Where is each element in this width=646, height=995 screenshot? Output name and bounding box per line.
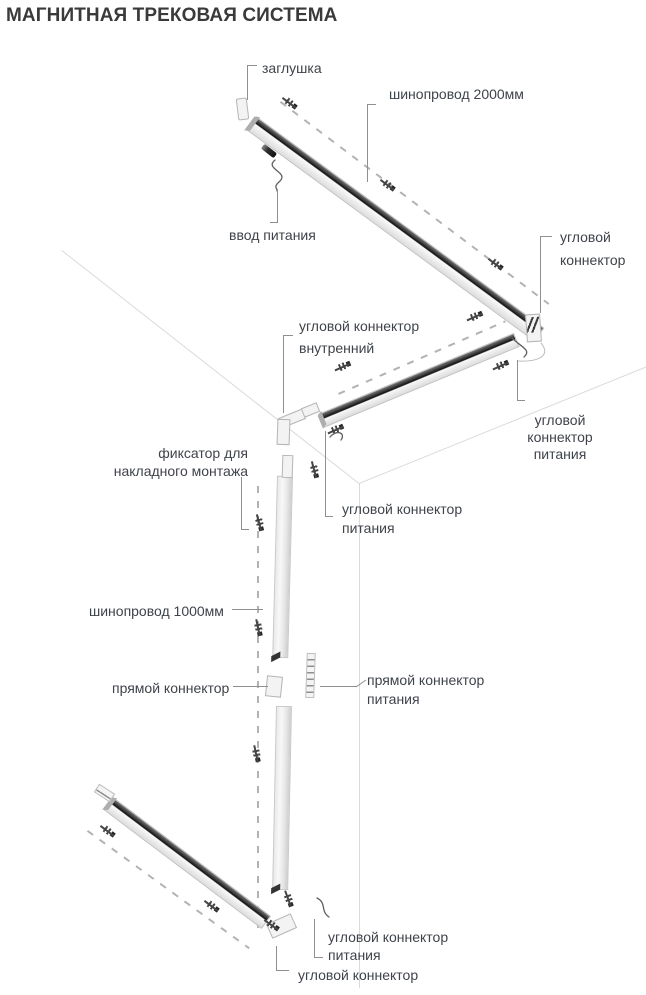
label-track-1000: шинопровод 1000мм [89, 603, 224, 619]
label-straight-power: прямой коннектор питания [367, 672, 485, 707]
leader-end-cap [247, 65, 257, 66]
leader-fixator [241, 529, 249, 530]
leader-power-input [270, 222, 278, 223]
label-power-input: ввод питания [229, 227, 316, 243]
leader-corner-connector-top [540, 236, 541, 313]
leader-corner-power-mid [325, 431, 326, 517]
leader-inner-corner [283, 335, 284, 413]
leader-track-1000 [232, 609, 263, 610]
label-track-2000: шинопровод 2000мм [389, 86, 524, 102]
corner-power-wire-right [511, 337, 528, 358]
corner-power-wire-bottom [316, 897, 330, 918]
leader-inner-corner [283, 335, 293, 336]
label-corner-power-bottom: угловой коннектор питания [328, 929, 449, 963]
label-corner-power-mid: угловой коннектор питания [342, 501, 463, 536]
label-straight-connector: прямой коннектор [112, 680, 230, 696]
leader-corner-connector-bottom [276, 970, 289, 971]
page-title: МАГНИТНАЯ ТРЕКОВАЯ СИСТЕМА [6, 5, 338, 26]
leader-fixator [241, 477, 242, 530]
leader-diagonal-straight-power [355, 679, 367, 688]
leader-straight-power [320, 686, 357, 687]
label-inner-corner-connector: угловой коннектор внутренний [299, 318, 420, 356]
label-fixator: фиксатор для накладного монтажа [113, 445, 248, 479]
leader-straight-connector [233, 686, 268, 687]
leader-corner-connector-top [540, 236, 552, 237]
corner-power-cable-right [517, 342, 546, 362]
leader-end-cap [247, 65, 248, 100]
leader-corner-power-mid [325, 516, 333, 517]
power-input-wire [271, 159, 283, 192]
leader-track-2000 [367, 104, 376, 105]
wall-corner-edge [359, 483, 360, 988]
leader-corner-power-bottom [314, 919, 315, 958]
label-corner-connector-top: угловой коннектор [560, 229, 626, 268]
dashed-guide-vertical [257, 486, 259, 932]
leader-corner-power-right [517, 360, 518, 401]
label-end-cap: заглушка [262, 60, 322, 76]
leader-corner-connector-bottom [276, 946, 277, 971]
leader-power-input [277, 189, 278, 223]
label-corner-connector-bottom: угловой коннектор [298, 967, 419, 983]
corner-power-wire-mid [329, 431, 344, 441]
label-corner-power-right: угловой коннектор питания [527, 412, 593, 462]
leader-corner-power-right [517, 400, 525, 401]
leader-track-2000 [367, 104, 368, 182]
leader-corner-power-bottom [314, 957, 323, 958]
